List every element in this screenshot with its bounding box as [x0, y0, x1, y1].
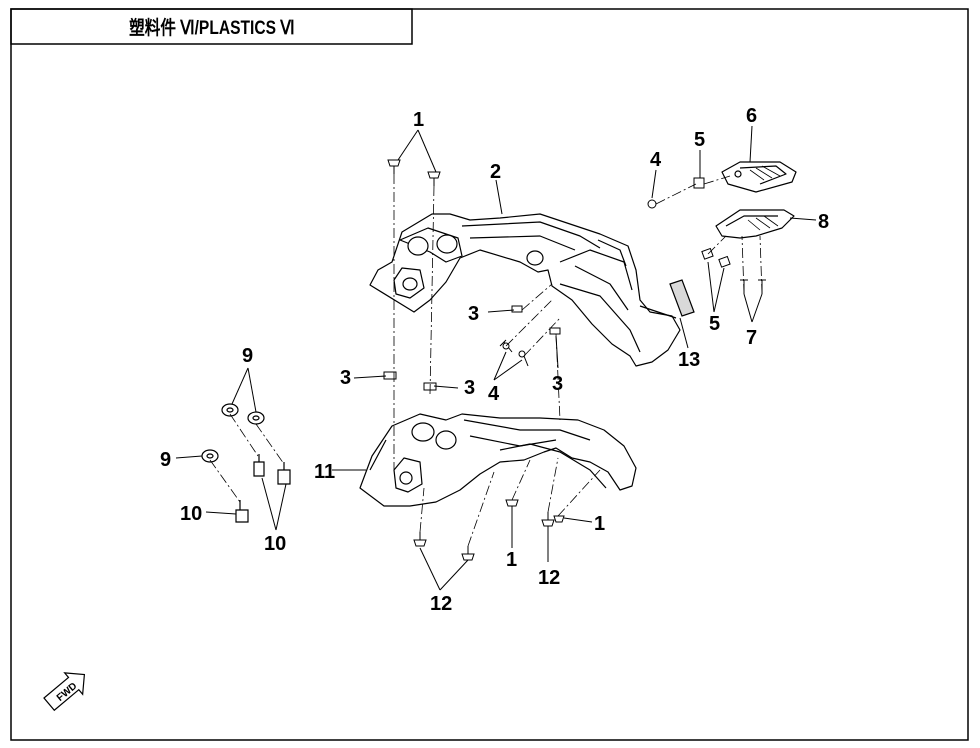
page-title: 塑料件 Ⅵ/PLASTICS Ⅵ	[128, 18, 295, 39]
part-11-rear-fender	[359, 413, 637, 507]
callout-1-right: 1	[594, 513, 605, 535]
callout-3-d: 3	[552, 373, 563, 395]
callout-9-top: 9	[242, 345, 253, 367]
callout-1-top: 1	[413, 109, 424, 131]
part-2-rear-frame	[369, 213, 681, 367]
callout-10-left: 10	[180, 503, 202, 525]
callout-10-bottom: 10	[264, 533, 286, 555]
callout-11: 11	[314, 461, 335, 483]
part-1-screws-bottom	[505, 499, 565, 523]
page-border	[10, 8, 969, 741]
assembly-lines	[209, 174, 763, 547]
callout-5-bottom: 5	[709, 313, 720, 335]
callout-12-right: 12	[538, 567, 560, 589]
callout-2: 2	[490, 161, 501, 183]
callout-12-left: 12	[430, 593, 452, 615]
callout-4-left: 4	[488, 383, 500, 405]
part-9-washers	[201, 403, 265, 463]
callout-3-a: 3	[468, 303, 479, 325]
part-12-screws	[413, 512, 555, 561]
callout-4-top: 4	[650, 149, 662, 171]
callout-7: 7	[746, 327, 757, 349]
fwd-arrow-icon: FWD	[43, 672, 86, 712]
callout-13: 13	[678, 349, 700, 371]
part-13-pad	[669, 279, 695, 317]
part-10-bolts	[235, 454, 291, 523]
callout-3-b: 3	[340, 367, 351, 389]
callouts: 1 2 3 3 3 3 4 4 5 5 6 7 8 13 9 9 10 10 1…	[160, 105, 829, 615]
callout-1-bottom: 1	[506, 549, 517, 571]
callout-3-c: 3	[464, 377, 475, 399]
part-8-bracket	[715, 209, 795, 239]
title-box-border	[10, 8, 413, 45]
part-6-cover	[721, 161, 797, 193]
callout-9-left: 9	[160, 449, 171, 471]
title-box: 塑料件 Ⅵ/PLASTICS Ⅵ	[11, 9, 412, 44]
leader-lines	[175, 125, 817, 591]
callout-8: 8	[818, 211, 829, 233]
callout-5-top: 5	[694, 129, 705, 151]
callout-6: 6	[746, 105, 757, 127]
